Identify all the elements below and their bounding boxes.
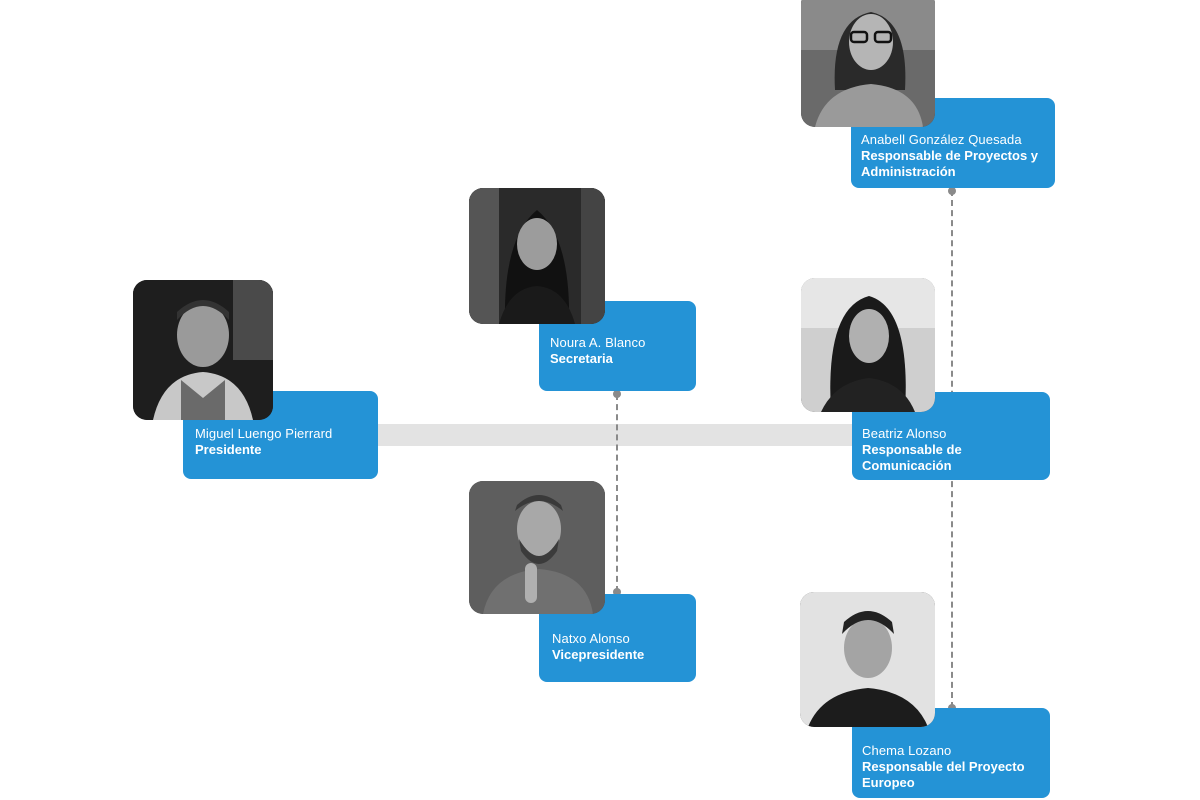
connector-dot [613,390,621,398]
member-name: Noura A. Blanco [550,335,646,350]
dashed-connector-middle [616,394,618,592]
portrait-woman-icon [469,188,605,324]
portrait-woman-glasses-icon [801,0,935,127]
member-name: Chema Lozano [862,743,952,758]
member-photo-projects [801,0,935,127]
member-role: Secretaria [550,351,613,366]
member-photo-president [133,280,273,420]
member-name: Beatriz Alonso [862,426,947,441]
member-role: Presidente [195,442,262,457]
connector-dot [613,588,621,596]
member-photo-communication [801,278,935,412]
portrait-man-icon [133,280,273,420]
portrait-bearded-man-icon [469,481,605,614]
member-photo-secretary [469,188,605,324]
org-connector-bar [370,424,860,446]
member-photo-european [800,592,935,727]
connector-dot [948,187,956,195]
member-photo-vicepresident [469,481,605,614]
member-name: Natxo Alonso [552,631,630,646]
member-name: Miguel Luengo Pierrard [195,426,333,441]
member-role: Responsable de Comunicación [862,442,962,473]
portrait-young-man-icon [800,592,935,727]
member-role: Responsable de Proyectos y Administració… [861,148,1039,179]
member-role: Responsable del Proyecto Europeo [862,759,1025,790]
member-role: Vicepresidente [552,647,645,662]
member-name: Anabell González Quesada [861,132,1022,147]
portrait-woman-dark-hair-icon [801,278,935,412]
